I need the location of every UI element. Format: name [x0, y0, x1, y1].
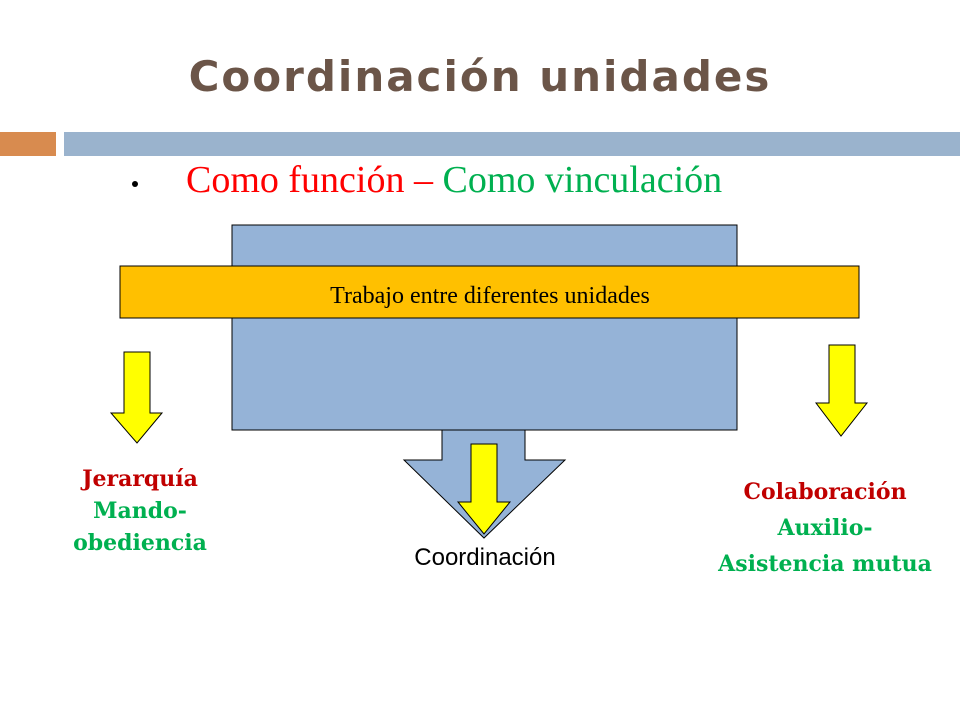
- left-label: Jerarquía Mando- obediencia: [40, 463, 240, 559]
- blue-box: [231, 224, 738, 431]
- left-label-line1: Jerarquía: [82, 466, 198, 492]
- left-label-line3: obediencia: [73, 530, 207, 556]
- subtitle: Como función – Como vinculación: [186, 158, 722, 202]
- accent-bar-orange: [0, 132, 56, 156]
- center-yellow-arrow: [456, 443, 512, 535]
- accent-bar-blue: [64, 132, 960, 156]
- right-yellow-arrow: [814, 344, 869, 437]
- bullet-dot-icon: [132, 181, 138, 187]
- yellow-band: [119, 265, 860, 319]
- right-label: Colaboración Auxilio- Asistencia mutua: [690, 474, 960, 582]
- center-label: Coordinación: [414, 544, 556, 571]
- left-yellow-arrow: [109, 351, 164, 444]
- page-title: Coordinación unidades: [188, 52, 772, 101]
- subtitle-part-vinculacion: Como vinculación: [442, 159, 723, 201]
- right-label-line2: Auxilio-: [777, 515, 873, 541]
- subtitle-part-funcion: Como función –: [186, 159, 443, 201]
- right-label-line1: Colaboración: [743, 479, 907, 505]
- right-label-line3: Asistencia mutua: [718, 551, 932, 577]
- band-label: Trabajo entre diferentes unidades: [330, 283, 650, 309]
- left-label-line2: Mando-: [93, 498, 187, 524]
